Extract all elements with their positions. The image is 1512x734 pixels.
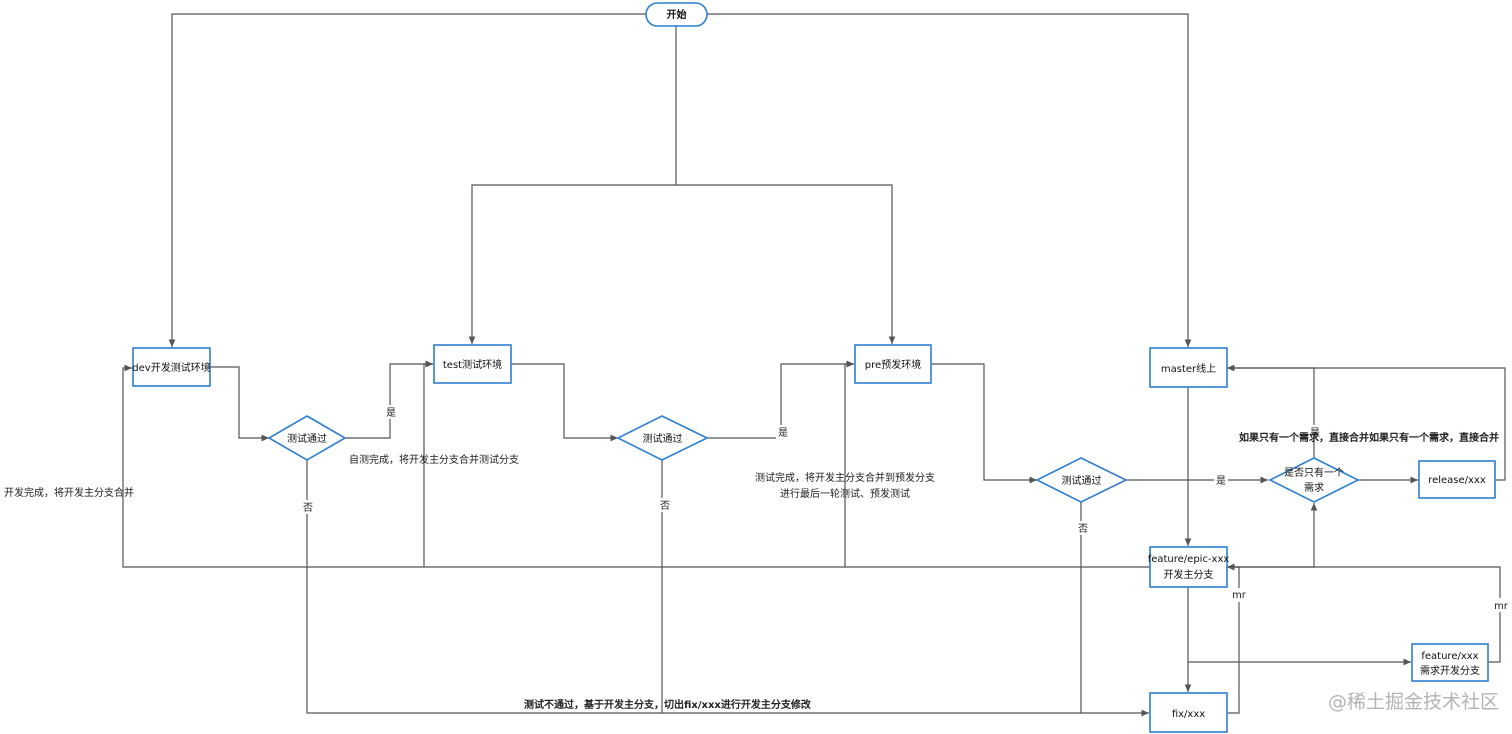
edge-label-mr-fix: mr [1232, 590, 1247, 601]
dev-env-node[interactable]: dev开发测试环境 [132, 347, 211, 387]
feature-epic-label-line2: 开发主分支 [1164, 568, 1214, 581]
nodes: 开始 dev开发测试环境 test测试环境 pre预发环境 master线上 测… [132, 2, 1496, 733]
edge-decision-dev-yes [345, 360, 433, 439]
feature-xxx-label-line1: feature/xxx [1421, 651, 1478, 662]
edge-decision-dev-no [306, 460, 1149, 717]
edge-label-mr-feature: mr [1494, 601, 1509, 612]
annotation-pre-merge-line2: 进行最后一轮测试、预发测试 [780, 487, 910, 500]
fix-node[interactable]: fix/xxx [1149, 692, 1228, 733]
pre-env-node[interactable]: pre预发环境 [854, 344, 932, 384]
edge-decision-test-yes [707, 360, 854, 439]
edges [122, 13, 1506, 717]
dev-env-label: dev开发测试环境 [132, 361, 210, 374]
edge-label-yes-single: 是 [1310, 427, 1320, 439]
edge-start-master [707, 13, 1192, 347]
release-node[interactable]: release/xxx [1418, 460, 1496, 499]
decision-single-node[interactable]: 是否只有一个 需求 [1268, 457, 1360, 503]
edge-label-no-dev: 否 [303, 502, 313, 514]
decision-pre-node[interactable]: 测试通过 [1035, 457, 1128, 503]
decision-pre-label: 测试通过 [1062, 474, 1102, 487]
annotation-dev-merge: 开发完成，将开发主分支合并 [4, 486, 134, 499]
annotation-self-test: 自测完成，将开发主分支合并测试分支 [349, 453, 519, 466]
edge-label-no-test: 否 [660, 500, 670, 512]
pre-env-label: pre预发环境 [865, 358, 921, 371]
decision-single-label-line2: 需求 [1304, 482, 1324, 494]
feature-epic-label-line1: feature/epic-xxx [1148, 554, 1230, 565]
edge-featurexxx-mr [1227, 563, 1501, 663]
feature-xxx-label-line2: 需求开发分支 [1420, 664, 1480, 677]
edge-label-no-pre: 否 [1078, 523, 1088, 535]
release-label: release/xxx [1428, 475, 1486, 486]
annotation-single-merge: 如果只有一个需求，直接合并如果只有一个需求，直接合并 [1239, 431, 1499, 444]
decision-single-label-line1: 是否只有一个 [1284, 466, 1344, 479]
edge-single-master [1227, 364, 1315, 458]
test-env-label: test测试环境 [443, 358, 502, 371]
edge-label-yes-pre: 是 [1216, 475, 1226, 487]
decision-dev-node[interactable]: 测试通过 [267, 415, 347, 461]
annotations: 开发完成，将开发主分支合并 自测完成，将开发主分支合并测试分支 测试完成，将开发… [4, 431, 1499, 711]
edge-feature-test [423, 360, 433, 567]
edge-labels: 是 否 是 否 是 否 是 mr mr [300, 405, 1510, 612]
start-label: 开始 [667, 8, 687, 21]
feature-xxx-node[interactable]: feature/xxx 需求开发分支 [1411, 643, 1489, 682]
start-node[interactable]: 开始 [645, 2, 708, 27]
annotation-fail-fix: 测试不通过，基于开发主分支，切出fix/xxx进行开发主分支修改 [524, 698, 812, 711]
master-label: master线上 [1161, 362, 1216, 375]
edge-dev-decision [210, 366, 269, 442]
edge-release-master [1227, 367, 1506, 481]
edge-pre-decision [931, 363, 1037, 484]
edge-start-pre [676, 184, 896, 344]
edge-label-yes-test: 是 [778, 427, 788, 439]
decision-dev-label: 测试通过 [287, 432, 327, 445]
watermark-text: @稀土掘金技术社区 [1328, 691, 1499, 713]
edge-start-dev [168, 13, 646, 347]
edge-start-test [468, 184, 676, 344]
edge-feature-featurexxx [1187, 587, 1411, 666]
fix-label: fix/xxx [1172, 709, 1205, 720]
edge-feature-single [1227, 503, 1318, 568]
edge-test-decision [511, 363, 618, 442]
feature-epic-node[interactable]: feature/epic-xxx 开发主分支 [1148, 546, 1230, 588]
annotation-pre-merge-line1: 测试完成，将开发主分支合并到预发分支 [755, 471, 935, 484]
decision-test-node[interactable]: 测试通过 [616, 415, 709, 461]
decision-test-label: 测试通过 [643, 432, 683, 445]
edge-feature-dev [122, 364, 1150, 568]
master-node[interactable]: master线上 [1149, 347, 1228, 388]
edge-feature-pre [844, 360, 854, 567]
test-env-node[interactable]: test测试环境 [433, 344, 512, 384]
edge-label-yes-dev: 是 [386, 407, 396, 419]
